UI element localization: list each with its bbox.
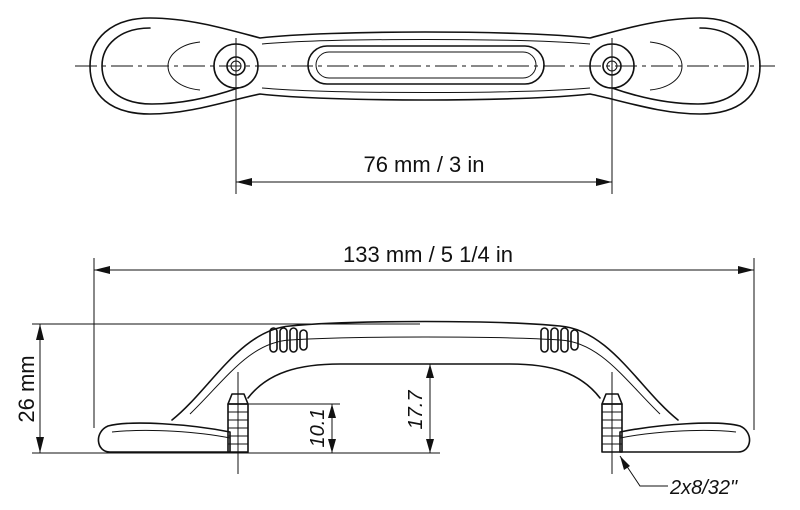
top-view-right-end-recess [649, 41, 683, 91]
clearance-arrow-bottom [426, 439, 434, 453]
left-grip-ribs [269, 327, 308, 353]
clearance-arrow-top [426, 364, 434, 378]
top-view-grip-slot [307, 45, 545, 85]
overall-length-arrow-left [94, 266, 110, 274]
right-foot-top-edge [619, 429, 737, 439]
top-view-left-end-recess [167, 41, 201, 91]
hole-spacing-arrow-right [596, 178, 612, 186]
screw-depth-arrow-top [328, 404, 336, 418]
hole-spacing-label: 76 mm / 3 in [363, 152, 484, 177]
top-view-right-end-inner [611, 27, 749, 105]
top-view-left-end-inner [101, 27, 239, 105]
side-view: 133 mm / 5 1/4 in 26 mm [14, 242, 755, 499]
top-view-grip-slot-inner [315, 51, 537, 79]
screw-note-arrow [620, 456, 630, 470]
clearance-label: 17.7 [405, 390, 427, 430]
height-arrow-bottom [36, 437, 44, 453]
screw-depth-arrow-bottom [328, 439, 336, 453]
side-view-arch-outer [171, 320, 679, 421]
overall-length-arrow-right [738, 266, 754, 274]
top-view: 76 mm / 3 in [75, 17, 775, 194]
right-grip-ribs [540, 327, 579, 353]
overall-length-label: 133 mm / 5 1/4 in [343, 242, 513, 267]
screw-depth-label: 10.1 [307, 409, 329, 448]
right-screw [601, 372, 623, 474]
left-foot-top-edge [111, 429, 231, 439]
screw-note-label: 2x8/32" [669, 477, 738, 499]
height-label: 26 mm [14, 355, 39, 422]
side-view-arch-inner [247, 363, 601, 399]
top-view-body-edge-top [261, 39, 591, 45]
top-view-body-edge-bottom [261, 87, 591, 93]
height-arrow-top [36, 324, 44, 340]
side-view-arch-mid [189, 336, 661, 415]
top-view-outline [89, 17, 761, 115]
screw-note-leader [619, 455, 668, 487]
left-screw [227, 372, 249, 474]
right-foot [619, 422, 751, 453]
hole-spacing-arrow-left [236, 178, 252, 186]
left-foot [97, 422, 231, 453]
